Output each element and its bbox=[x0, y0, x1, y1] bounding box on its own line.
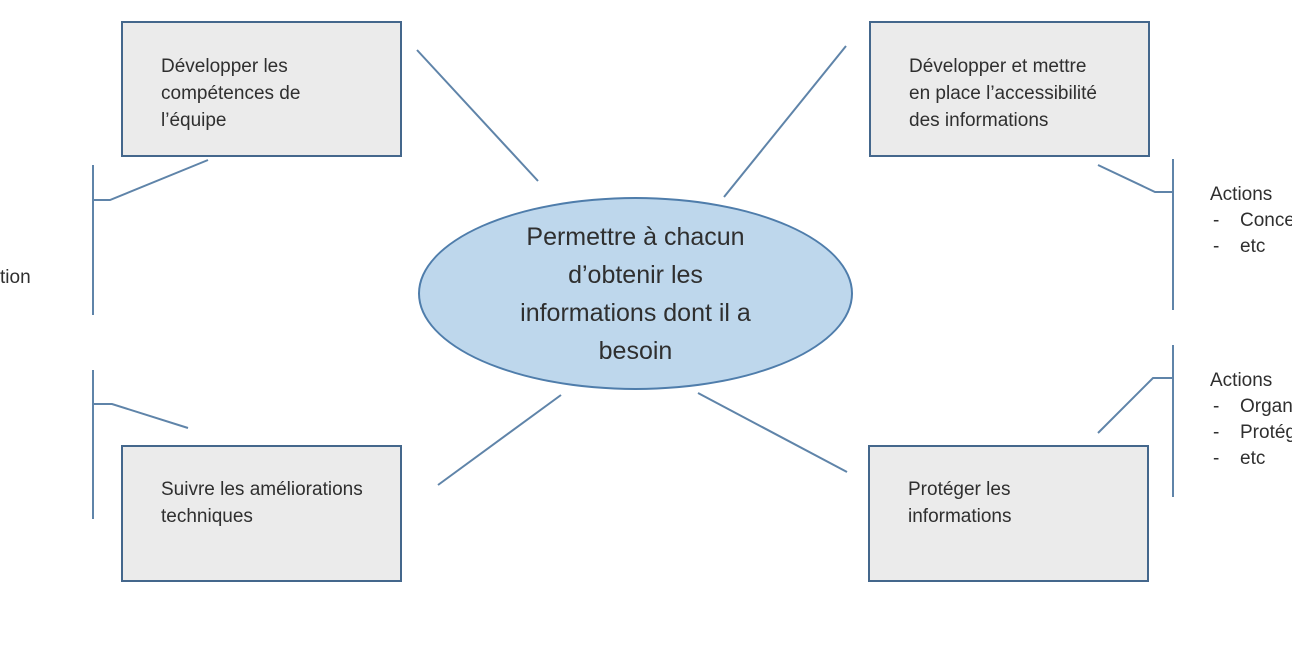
box-text-line: Protéger les bbox=[908, 478, 1011, 500]
connector-ellipse-to-bottomleft-box[interactable] bbox=[437, 394, 562, 486]
connector-ellipse-to-bottomright-box[interactable] bbox=[697, 392, 848, 473]
bullet-dash: - bbox=[1213, 396, 1220, 417]
left-edge-clipped-text: tion bbox=[0, 267, 31, 288]
box-developper-competences[interactable]: Développer les compétences de l’équipe bbox=[121, 21, 402, 157]
box-accessibilite-informations[interactable]: Développer et mettre en place l’accessib… bbox=[869, 21, 1150, 157]
connector-ellipse-to-topleft-box[interactable] bbox=[416, 49, 539, 182]
central-goal-text-line: d’obtenir les bbox=[568, 260, 703, 289]
actions-list-item: - Protég bbox=[1210, 420, 1292, 446]
actions-list-item: - Concev bbox=[1210, 208, 1292, 234]
box-text-line: des informations bbox=[909, 109, 1049, 131]
bullet-dash: - bbox=[1213, 422, 1220, 443]
box-text-line: Suivre les améliorations bbox=[161, 478, 363, 500]
box-proteger-informations[interactable]: Protéger les informations bbox=[868, 445, 1149, 582]
bracket-left-top-diagonal[interactable] bbox=[93, 159, 209, 201]
bullet-dash: - bbox=[1213, 236, 1220, 257]
bracket-left-bottom-diagonal[interactable] bbox=[93, 403, 189, 429]
bracket-right-bottom-diagonal[interactable] bbox=[1097, 377, 1173, 434]
actions-list-item: - etc bbox=[1210, 234, 1292, 260]
box-text-line: l’équipe bbox=[161, 109, 227, 131]
box-text-line: compétences de bbox=[161, 82, 301, 104]
central-goal-text-line: Permettre à chacun bbox=[526, 222, 745, 251]
box-suivre-ameliorations[interactable]: Suivre les améliorations techniques bbox=[121, 445, 402, 582]
actions-list-title: Actions bbox=[1210, 370, 1273, 391]
central-goal-ellipse[interactable]: Permettre à chacun d’obtenir les informa… bbox=[418, 197, 853, 390]
action-item-text: etc bbox=[1240, 236, 1266, 257]
bracket-right-top-diagonal[interactable] bbox=[1097, 164, 1173, 193]
box-text-line: Développer les bbox=[161, 55, 288, 77]
box-text-line: informations bbox=[908, 505, 1012, 527]
central-goal-text-line: informations dont il a bbox=[520, 298, 751, 327]
box-text-line: Développer et mettre bbox=[909, 55, 1087, 77]
actions-list-title: Actions bbox=[1210, 184, 1273, 205]
actions-list-top[interactable]: Actions - Concev - etc bbox=[1210, 182, 1292, 260]
bullet-dash: - bbox=[1213, 448, 1220, 469]
action-item-text: Protég bbox=[1240, 422, 1292, 443]
action-item-text: Concev bbox=[1240, 210, 1292, 231]
actions-list-item: - etc bbox=[1210, 446, 1292, 472]
box-text-line: techniques bbox=[161, 505, 253, 527]
action-item-text: etc bbox=[1240, 448, 1266, 469]
connector-ellipse-to-topright-box[interactable] bbox=[723, 45, 847, 198]
bullet-dash: - bbox=[1213, 210, 1220, 231]
actions-list-item: - Organi bbox=[1210, 394, 1292, 420]
box-text-line: en place l’accessibilité bbox=[909, 82, 1097, 104]
actions-list-bottom[interactable]: Actions - Organi - Protég - etc bbox=[1210, 368, 1292, 472]
action-item-text: Organi bbox=[1240, 396, 1292, 417]
central-goal-text-line: besoin bbox=[598, 336, 673, 365]
